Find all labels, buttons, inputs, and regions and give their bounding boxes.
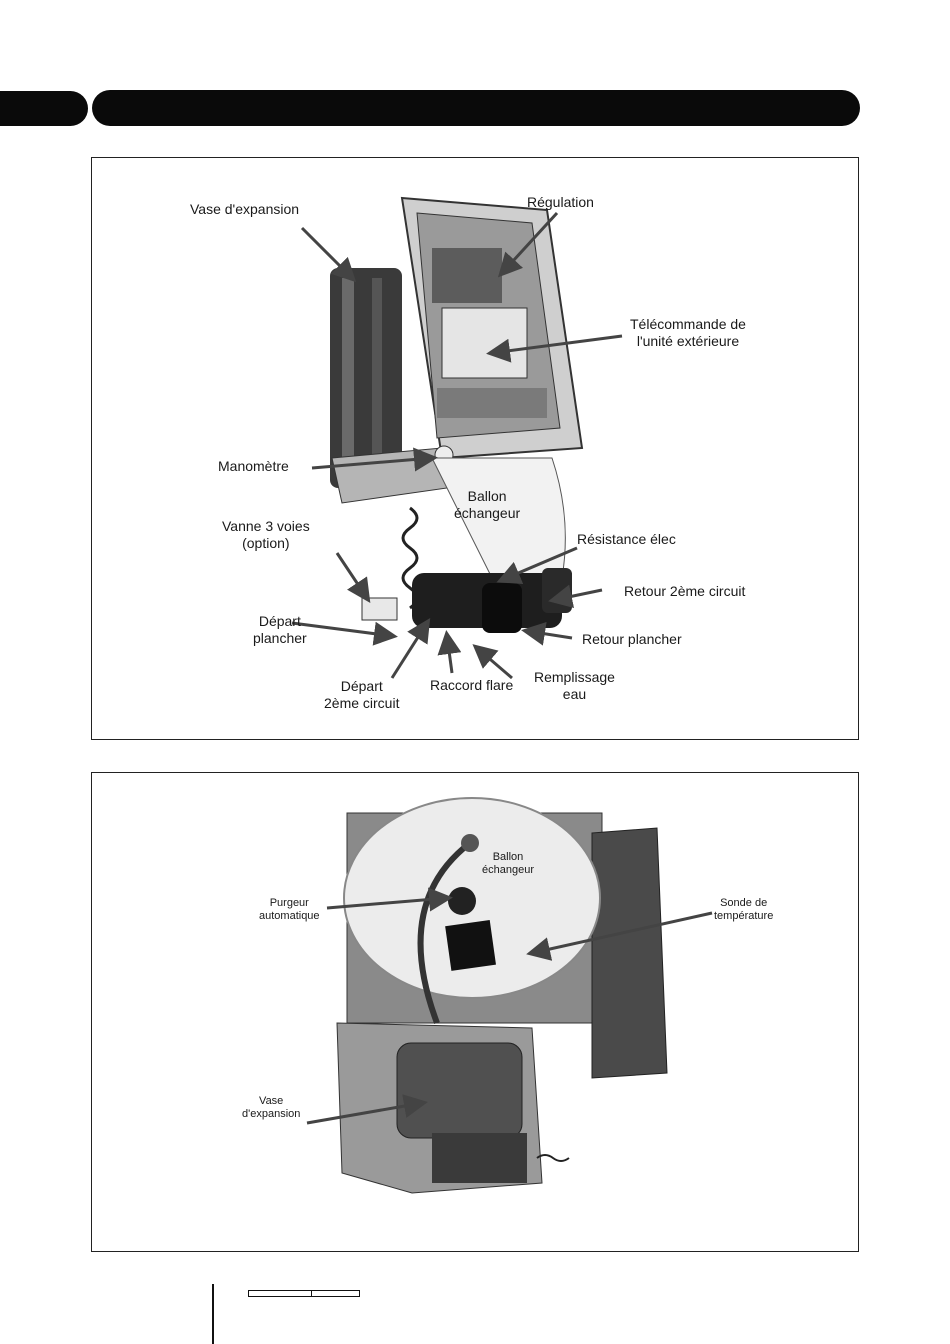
label-vase-top-line2: d'expansion — [242, 1108, 301, 1120]
unit-top-view-photo — [306, 797, 713, 1194]
label-ballon: Ballon échangeur — [454, 488, 520, 522]
label-sonde: Sonde de température — [714, 897, 773, 923]
remote-control-shape — [441, 307, 528, 379]
label-ballon-line2: échangeur — [454, 505, 521, 521]
figure-2-panel: Ballon échangeur Purgeur automatique Son… — [91, 772, 859, 1252]
header-bar — [92, 90, 860, 126]
label-telecommande-line2: l'unité extérieure — [636, 333, 740, 349]
label-remplissage-line2: eau — [562, 686, 587, 702]
label-vanne: Vanne 3 voies (option) — [222, 518, 310, 552]
label-vase-top-line1: Vase — [259, 1095, 284, 1107]
label-depart-2eme-line2: 2ème circuit — [324, 695, 400, 711]
label-purgeur-line1: Purgeur — [269, 897, 309, 909]
label-ballon-top-line2: échangeur — [482, 864, 534, 876]
label-ballon-line1: Ballon — [467, 488, 507, 504]
label-vase-expansion: Vase d'expansion — [190, 201, 300, 217]
label-depart-2eme-line1: Départ — [340, 678, 383, 694]
label-regulation: Régulation — [527, 194, 594, 210]
label-depart-plancher-line2: plancher — [253, 630, 307, 646]
label-purgeur-line2: automatique — [259, 910, 320, 922]
label-vanne-line2: (option) — [242, 535, 290, 551]
purgeur-shape — [448, 887, 476, 915]
label-remplissage-line1: Remplissage — [534, 669, 615, 685]
label-telecommande-line1: Télécommande de — [630, 316, 746, 332]
label-vanne-line1: Vanne 3 voies — [222, 518, 310, 534]
label-telecommande: Télécommande de l'unité extérieure — [630, 316, 746, 350]
figure-1-panel: Vase d'expansion Régulation Télécommande… — [91, 157, 859, 740]
label-vase-top: Vase d'expansion — [242, 1095, 300, 1121]
expansion-vessel-shape — [396, 1042, 523, 1139]
label-patch-shape — [445, 920, 496, 971]
side-panel-shape — [591, 827, 668, 1079]
label-purgeur: Purgeur automatique — [259, 897, 320, 923]
unit-interior-photo — [291, 196, 623, 680]
label-raccord-flare: Raccord flare — [430, 677, 514, 693]
label-retour-plancher: Retour plancher — [582, 631, 682, 647]
footer-scale-box — [248, 1290, 360, 1297]
label-resistance: Résistance élec — [577, 531, 676, 547]
label-depart-plancher: Départ plancher — [253, 613, 307, 647]
label-depart-plancher-line1: Départ — [258, 613, 301, 629]
label-ballon-top-line1: Ballon — [492, 851, 524, 863]
header-tab — [0, 91, 88, 126]
label-sonde-line2: température — [714, 910, 774, 922]
footer-rule — [212, 1284, 214, 1344]
label-depart-2eme: Départ 2ème circuit — [324, 678, 399, 712]
label-sonde-line1: Sonde de — [720, 897, 768, 909]
label-remplissage: Remplissage eau — [534, 669, 615, 703]
hose-shape — [417, 840, 472, 1025]
label-ballon-top: Ballon échangeur — [482, 851, 534, 877]
label-retour-2eme: Retour 2ème circuit — [624, 583, 746, 599]
label-manometre: Manomètre — [218, 458, 289, 474]
